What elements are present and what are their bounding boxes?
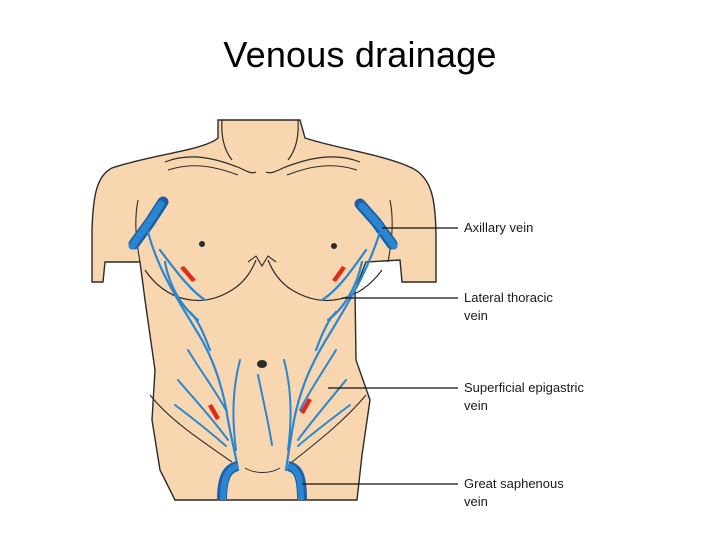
nipple-right [331,243,337,249]
chest-contour-left [144,259,257,301]
flow-arrows [180,266,346,420]
clavicle-right-lower [286,165,358,176]
iliac-line-right [291,394,367,463]
axilla-line-left [135,199,141,263]
clavicle-left-lower [167,165,239,176]
label-lateral-thoracic-vein-line1: Lateral thoracic [464,290,553,305]
great-saphenous-vein-left-highlight [220,463,239,501]
great-saphenous-vein-right-highlight [287,463,304,501]
slide-title: Venous drainage [223,34,497,75]
xiphoid-line [247,255,277,268]
axillary-vein-left-highlight [128,200,165,250]
axilla-line-right [387,199,393,263]
flow-arrow-chest-left [180,266,196,282]
iliac-line-left [149,394,233,463]
label-axillary-vein: Axillary vein [464,220,533,235]
lateral-thoracic-veins [146,230,382,472]
flow-arrow-chest-right [332,266,346,282]
chest-contour-right [267,259,383,301]
neck-line-left [221,119,233,161]
label-great-saphenous-vein-line2: vein [464,494,488,509]
navel [257,360,267,368]
superficial-epigastric-veins [174,349,351,451]
axillary-vein-right-highlight [358,202,398,250]
label-superficial-epigastric-vein-line1: Superficial epigastric [464,380,584,395]
torso-skin [91,119,437,501]
neck-line-right [287,119,299,161]
flow-arrow-abdomen-left [208,404,220,420]
clavicle-left [164,156,257,174]
nipple-left [199,241,205,247]
flow-arrow-abdomen-right [300,398,312,414]
leader-lines [302,227,458,485]
clavicle-right [265,156,361,174]
label-superficial-epigastric-vein-line2: vein [464,398,488,413]
label-great-saphenous-vein-line1: Great saphenous [464,476,564,491]
label-lateral-thoracic-vein-line2: vein [464,308,488,323]
pubic-line [244,467,281,473]
